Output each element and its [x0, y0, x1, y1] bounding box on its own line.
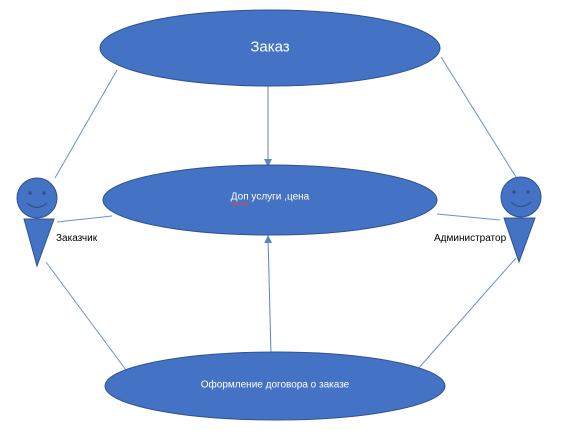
administrator-smile [510, 201, 532, 208]
actor-administrator-label: Администратор [434, 233, 507, 244]
usecase-extras-label: Доп услуги ,цена [231, 192, 309, 203]
administrator-right-eye [526, 190, 530, 194]
assoc-customer-contract [45, 261, 127, 371]
administrator-left-eye [512, 190, 516, 194]
customer-left-eye [28, 191, 32, 195]
actor-customer-figure[interactable] [16, 177, 58, 268]
usecase-contract-label: Оформление договора о заказе [200, 379, 350, 391]
administrator-body-icon [503, 217, 536, 264]
assoc-admin-extras [436, 213, 501, 221]
assoc-customer-extras [56, 215, 113, 223]
customer-body-icon [23, 218, 55, 268]
customer-smile [26, 202, 48, 209]
assoc-customer-order [54, 69, 118, 179]
customer-head-icon [16, 177, 58, 219]
assoc-admin-contract [416, 257, 517, 371]
arrow-contract-to-extras [264, 235, 273, 356]
usecase-order-ellipse[interactable] [99, 9, 441, 87]
administrator-head-icon [500, 176, 542, 218]
customer-right-eye [42, 191, 46, 195]
usecase-extras-ellipse[interactable] [102, 164, 438, 236]
usecase-extras-label-part2: услуги ,цена [248, 191, 310, 203]
usecase-contract-ellipse[interactable] [104, 351, 446, 421]
usecase-order-label: Заказ [250, 38, 290, 56]
usecase-extras-label-part1: Доп [230, 191, 249, 203]
actor-administrator-figure[interactable] [500, 176, 542, 264]
assoc-admin-order [440, 56, 517, 178]
actor-customer-label: Заказчик [56, 233, 98, 244]
